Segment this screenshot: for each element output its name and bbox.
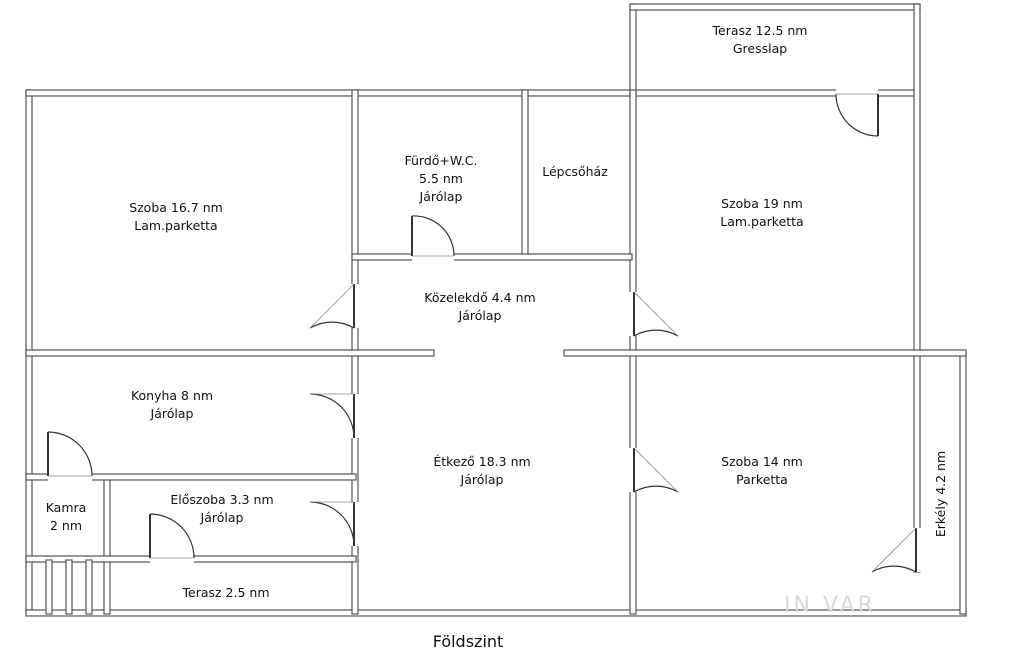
room-label-furdo: Fürdő+W.C. 5.5 nm Járólap: [404, 153, 477, 204]
room-label-line: Előszoba 3.3 nm: [170, 492, 273, 507]
door-opening: [150, 555, 194, 563]
wall: [959, 351, 967, 615]
wall: [521, 89, 529, 259]
room-label-line: Konyha 8 nm: [131, 388, 213, 403]
room-label-line: 2 nm: [50, 518, 82, 533]
room-label-line: Járólap: [458, 308, 502, 323]
wall-post: [85, 559, 93, 615]
room-label-line: Terasz 12.5 nm: [712, 23, 808, 38]
room-label-lepcsohaz: Lépcsőház: [542, 164, 608, 179]
wall: [25, 89, 919, 97]
door-swing-arc: [633, 329, 679, 337]
room-label-line: Gresslap: [733, 41, 787, 56]
room-label-erkely: Erkély 4.2 nm: [933, 451, 948, 537]
room-labels: Szoba 16.7 nm Lam.parketta Fürdő+W.C. 5.5 …: [46, 23, 948, 600]
wall: [25, 473, 357, 481]
room-label-kozlekedo: Közelekdő 4.4 nm Járólap: [424, 290, 535, 323]
door-swing-arc: [411, 215, 455, 257]
room-label-line: Közelekdő 4.4 nm: [424, 290, 535, 305]
room-label-eloszoba: Előszoba 3.3 nm Járólap: [170, 492, 273, 525]
door-opening: [836, 89, 878, 97]
door-opening: [48, 473, 92, 481]
wall: [629, 3, 921, 11]
door-threshold: [871, 527, 917, 573]
walls: [25, 3, 967, 617]
room-label-terasz-top: Terasz 12.5 nm Gresslap: [712, 23, 808, 56]
room-label-line: 5.5 nm: [419, 171, 463, 186]
room-label-konyha: Konyha 8 nm Járólap: [131, 388, 213, 421]
room-label-terasz-bottom: Terasz 2.5 nm: [182, 585, 270, 600]
room-label-line: Kamra: [46, 500, 87, 515]
room-label-line: Fürdő+W.C.: [404, 153, 477, 168]
room-label-line: Szoba 14 nm: [721, 454, 803, 469]
room-label-szoba-14: Szoba 14 nm Parketta: [721, 454, 803, 487]
room-label-line: Étkező 18.3 nm: [433, 454, 530, 469]
door-swing-arc: [633, 485, 679, 493]
room-label-kamra: Kamra 2 nm: [46, 500, 87, 533]
room-label-line: Járólap: [460, 472, 504, 487]
door-threshold: [633, 447, 679, 493]
door-opening: [412, 253, 454, 261]
wall-post: [65, 559, 73, 615]
room-label-line: Lépcsőház: [542, 164, 608, 179]
door-swing-arc: [149, 513, 195, 559]
wall: [629, 3, 637, 97]
room-label-line: Szoba 16.7 nm: [129, 200, 223, 215]
watermark: IN VAR: [784, 593, 876, 618]
wall: [351, 253, 633, 261]
wall: [25, 349, 435, 357]
wall-post: [45, 559, 53, 615]
room-label-etkezo: Étkező 18.3 nm Járólap: [433, 454, 530, 487]
room-label-line: Járólap: [200, 510, 244, 525]
room-label-line: Szoba 19 nm: [721, 196, 803, 211]
floor-title: Földszint: [433, 632, 504, 651]
wall: [103, 477, 111, 615]
door-swing-arc: [309, 393, 355, 439]
room-label-line: Járólap: [150, 406, 194, 421]
room-label-line: Járólap: [419, 189, 463, 204]
wall: [913, 3, 921, 357]
room-label-line: Parketta: [736, 472, 788, 487]
room-label-line: Terasz 2.5 nm: [182, 585, 270, 600]
room-label-szoba-19: Szoba 19 nm Lam.parketta: [720, 196, 803, 229]
room-label-line: Erkély 4.2 nm: [933, 451, 948, 537]
room-label-szoba-16: Szoba 16.7 nm Lam.parketta: [129, 200, 223, 233]
wall: [563, 349, 967, 357]
room-label-line: Lam.parketta: [720, 214, 803, 229]
room-label-line: Lam.parketta: [134, 218, 217, 233]
door-swing-arc: [309, 501, 355, 547]
door-swing-arc: [871, 565, 917, 573]
door-swing-arc: [47, 431, 93, 477]
door-threshold: [309, 283, 355, 329]
doors: [47, 89, 921, 573]
door-swing-arc: [835, 93, 879, 137]
door-threshold: [633, 291, 679, 337]
door-swing-arc: [309, 321, 355, 329]
